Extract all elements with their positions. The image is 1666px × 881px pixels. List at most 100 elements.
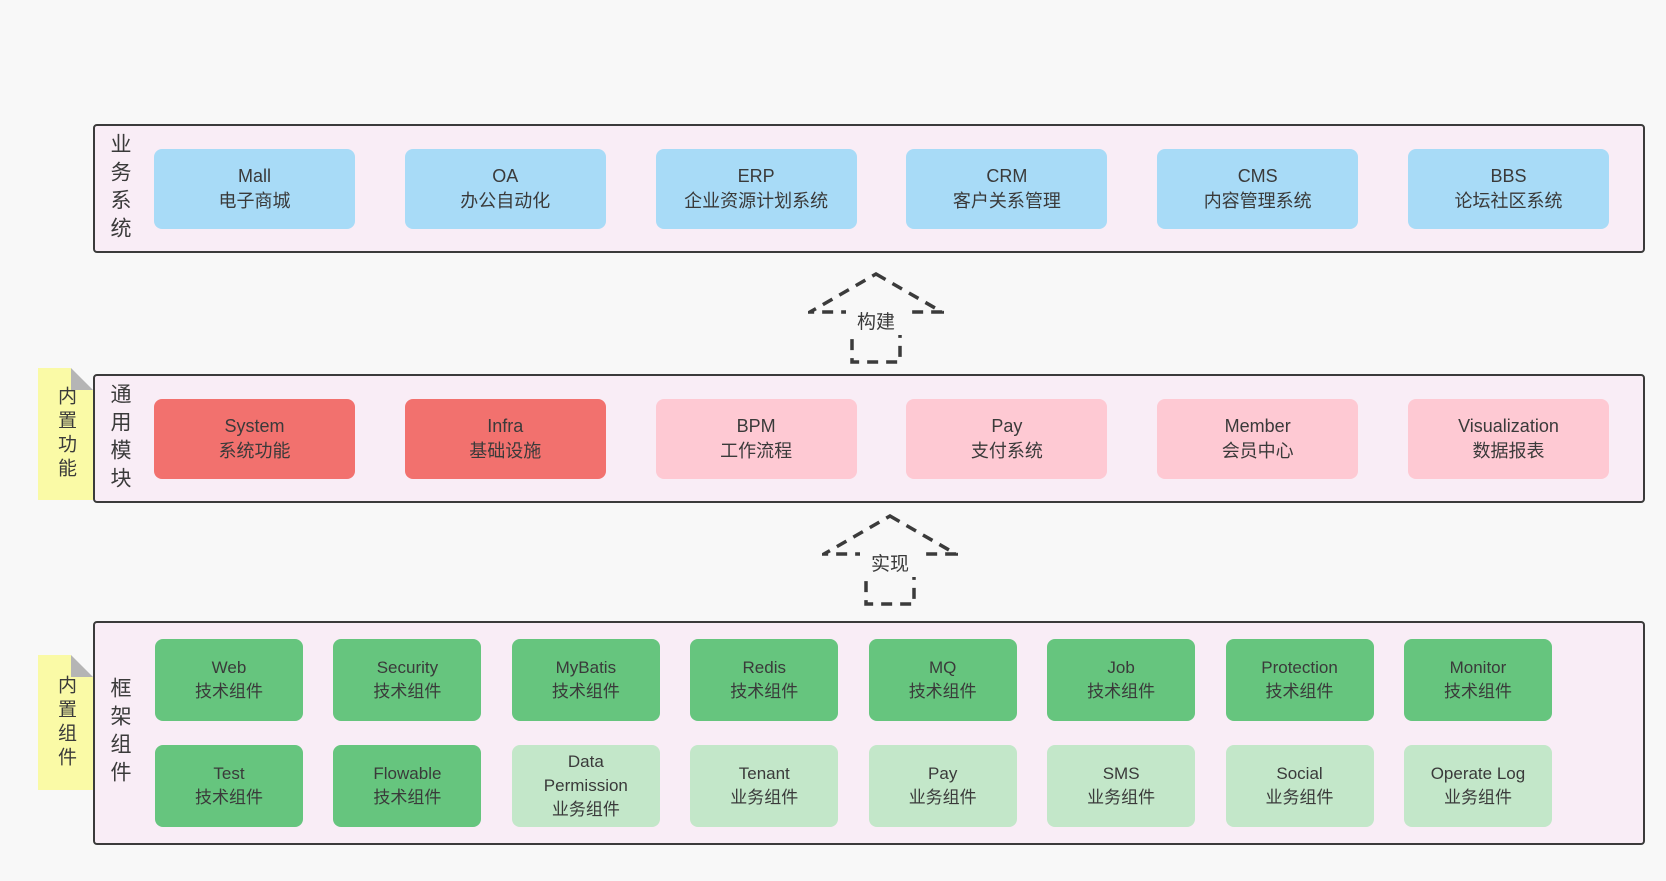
- folded-corner-icon: [71, 368, 93, 390]
- node-data-permission: Data Permission 业务组件: [511, 745, 660, 827]
- node-name: Operate Log: [1430, 764, 1526, 783]
- implement-arrow-label: 实现: [871, 553, 909, 575]
- node-desc: 技术组件: [1265, 682, 1334, 701]
- node-desc: 工作流程: [720, 440, 793, 461]
- node-desc: 办公自动化: [460, 190, 551, 211]
- node-name: BPM: [736, 415, 776, 436]
- node-desc: 数据报表: [1472, 440, 1545, 461]
- node-name: Web: [211, 658, 247, 677]
- node-desc: 技术组件: [730, 682, 799, 701]
- build-arrow-label: 构建: [857, 311, 895, 333]
- framework-components-label: 框架组件: [108, 677, 131, 789]
- node-infra: Infra 基础设施: [404, 398, 606, 479]
- node-desc: 业务组件: [551, 800, 620, 819]
- node-name: MQ: [928, 658, 957, 677]
- node-visualization: Visualization 数据报表: [1407, 398, 1609, 479]
- node-cms: CMS 内容管理系统: [1157, 148, 1359, 229]
- node-name: Infra: [487, 415, 524, 436]
- node-desc: 内容管理系统: [1203, 190, 1312, 211]
- node-desc: 技术组件: [1443, 682, 1512, 701]
- framework-components-panel: 框架组件 Web 技术组件 Security 技术组件 MyBatis 技术组件…: [93, 621, 1645, 845]
- node-member: Member 会员中心: [1157, 398, 1359, 479]
- node-desc: 技术组件: [195, 682, 263, 701]
- node-name: Mall: [237, 165, 271, 186]
- common-modules-panel: 通用模块 System 系统功能 Infra 基础设施 BPM 工作流程 Pay…: [93, 374, 1645, 503]
- builtin-features-note-label: 内置功能: [55, 386, 76, 482]
- node-name: MyBatis: [555, 658, 617, 677]
- node-desc: 电子商城: [218, 190, 291, 211]
- node-oa: OA 办公自动化: [404, 148, 606, 229]
- node-desc: 技术组件: [373, 682, 442, 701]
- node-desc: 业务组件: [730, 788, 799, 807]
- node-mybatis: MyBatis 技术组件: [511, 639, 660, 721]
- node-desc: 业务组件: [908, 788, 977, 807]
- node-name: Member: [1224, 415, 1291, 436]
- node-flowable: Flowable 技术组件: [333, 745, 482, 827]
- folded-corner-icon: [71, 655, 93, 677]
- common-modules-row: System 系统功能 Infra 基础设施 BPM 工作流程 Pay 支付系统…: [154, 376, 1609, 501]
- node-job: Job 技术组件: [1047, 639, 1196, 721]
- node-name: CMS: [1237, 165, 1278, 186]
- node-name: Test: [213, 764, 245, 783]
- node-desc: 业务组件: [1265, 788, 1334, 807]
- node-operate-log: Operate Log 业务组件: [1403, 745, 1552, 827]
- node-protection: Protection 技术组件: [1225, 639, 1374, 721]
- node-name: ERP: [737, 165, 775, 186]
- node-name: Pay: [928, 764, 958, 783]
- node-desc: 论坛社区系统: [1454, 190, 1563, 211]
- node-name: Job: [1107, 658, 1135, 677]
- node-name: OA: [492, 165, 519, 186]
- node-desc: 系统功能: [218, 440, 291, 461]
- node-desc: 支付系统: [970, 440, 1043, 461]
- node-pay-module: Pay 支付系统: [906, 398, 1108, 479]
- node-bbs: BBS 论坛社区系统: [1407, 148, 1609, 229]
- builtin-components-note-label: 内置组件: [55, 674, 76, 771]
- node-social: Social 业务组件: [1225, 745, 1374, 827]
- node-name: Social: [1276, 764, 1323, 783]
- node-security: Security 技术组件: [333, 639, 482, 721]
- framework-row-1: Web 技术组件 Security 技术组件 MyBatis 技术组件 Redi…: [155, 639, 1552, 721]
- node-web: Web 技术组件: [155, 639, 303, 721]
- node-test: Test 技术组件: [155, 745, 303, 827]
- node-desc: 技术组件: [195, 788, 263, 807]
- framework-row-2: Test 技术组件 Flowable 技术组件 Data Permission …: [155, 745, 1552, 827]
- node-name: SMS: [1102, 764, 1140, 783]
- node-bpm: BPM 工作流程: [655, 398, 857, 479]
- node-name: CRM: [986, 165, 1028, 186]
- business-systems-label: 业务系统: [108, 132, 131, 245]
- node-desc: 业务组件: [1087, 788, 1156, 807]
- node-desc: 会员中心: [1221, 440, 1294, 461]
- node-name: Pay: [991, 415, 1023, 436]
- node-name: Flowable: [373, 764, 442, 783]
- node-name: Tenant: [738, 764, 790, 783]
- node-desc: 客户关系管理: [952, 190, 1061, 211]
- node-desc: 企业资源计划系统: [684, 190, 829, 211]
- builtin-features-note: 内置功能: [38, 368, 93, 500]
- node-name: BBS: [1490, 165, 1527, 186]
- node-crm: CRM 客户关系管理: [906, 148, 1108, 229]
- node-monitor: Monitor 技术组件: [1403, 639, 1552, 721]
- node-name: Visualization: [1458, 415, 1559, 436]
- node-name: Security: [376, 658, 439, 677]
- node-name: System: [224, 415, 285, 436]
- node-desc: 技术组件: [1087, 682, 1156, 701]
- node-name: Protection: [1261, 658, 1338, 677]
- node-tenant: Tenant 业务组件: [690, 745, 839, 827]
- common-modules-label: 通用模块: [108, 382, 131, 495]
- implement-arrow-icon: 实现: [822, 514, 958, 606]
- business-systems-row: Mall 电子商城 OA 办公自动化 ERP 企业资源计划系统 CRM 客户关系…: [154, 126, 1609, 251]
- node-desc: 技术组件: [373, 788, 442, 807]
- build-arrow-icon: 构建: [808, 272, 944, 364]
- business-systems-panel: 业务系统 Mall 电子商城 OA 办公自动化 ERP 企业资源计划系统 CRM…: [93, 124, 1645, 253]
- node-erp: ERP 企业资源计划系统: [655, 148, 857, 229]
- builtin-components-note: 内置组件: [38, 655, 93, 790]
- node-mall: Mall 电子商城: [154, 148, 355, 229]
- node-name: Monitor: [1449, 658, 1507, 677]
- node-desc: 业务组件: [1443, 788, 1512, 807]
- node-redis: Redis 技术组件: [690, 639, 839, 721]
- node-system: System 系统功能: [154, 398, 355, 479]
- node-name: Redis: [742, 658, 786, 677]
- node-name: Data Permission: [543, 752, 628, 795]
- node-desc: 技术组件: [908, 682, 977, 701]
